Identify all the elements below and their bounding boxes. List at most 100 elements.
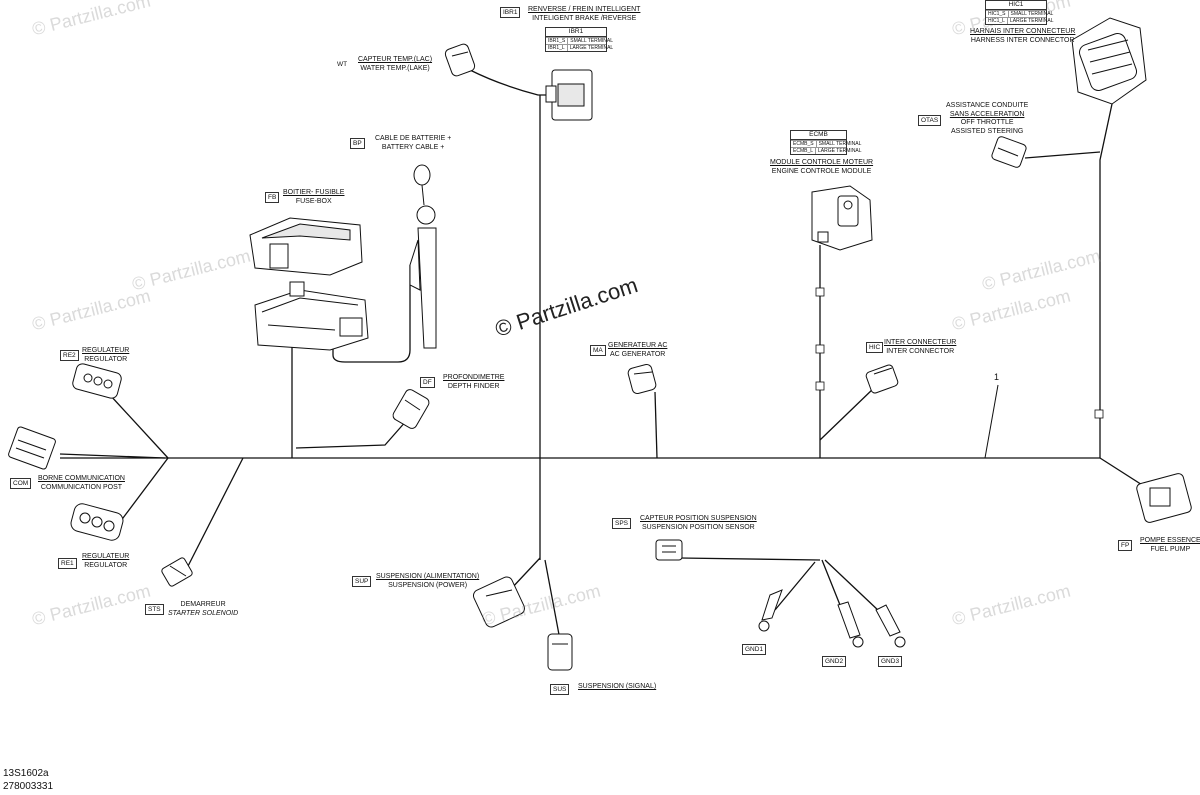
drawing-ref: 13S1602a [3,768,49,779]
hic-label: INTER CONNECTEUR INTER CONNECTOR [884,339,956,356]
bp-label-fr: CABLE DE BATTERIE + [375,135,452,142]
gnd1-wire [774,561,816,611]
table-cell: HIC1_S [988,11,1006,17]
df-label: PROFONDIMETRE DEPTH FINDER [443,374,504,391]
table-cell: IBR1_S [548,38,566,44]
fp-connector-icon [1136,473,1192,523]
df-label-en: DEPTH FINDER [447,382,500,390]
sts-label-en: STARTER SOLENOID [168,609,239,617]
ibr-label-en: INTELIGENT BRAKE /REVERSE [532,14,637,22]
ibr1-table-title: IBR1 [546,28,606,37]
com-label-en: COMMUNICATION POST [40,483,123,491]
otas-label-fr2: SANS ACCELERATION [949,110,1025,118]
sps-code: SPS [612,518,632,529]
re1-label: REGULATEUR REGULATOR [82,553,129,570]
re1-wire [119,457,169,523]
sup-wire [509,557,541,591]
fp-code: FP [1118,540,1133,551]
ma-wire [654,391,658,459]
com-label-fr: BORNE COMMUNICATION [38,475,125,482]
sup-code: SUP [352,576,372,587]
sus-code: SUS [550,684,570,695]
table-cell: LARGE TERMINAL [815,148,864,154]
hic1-table-title: HIC1 [986,1,1046,10]
fb-label-fr: BOITIER- FUSIBLE [283,189,345,196]
df-connector-icon [392,389,430,429]
wt-label: CAPTEUR TEMP.(LAC) WATER TEMP.(LAKE) [358,56,432,73]
re2-wire [109,394,169,459]
gnd3-wire [824,559,881,613]
sps-connector-icon [655,539,683,561]
re2-code: RE2 [60,350,79,361]
df-code: DF [420,377,435,388]
fp-label-en: FUEL PUMP [1150,545,1191,553]
bp-code: BP [350,138,365,149]
com-connector-icon [8,426,56,470]
table-cell: HIC1_L [988,18,1005,24]
ecm-label-en: ENGINE CONTROLE MODULE [771,167,872,175]
gnd1-terminal-icon [758,589,783,632]
table-cell: LARGE TERMINAL [1006,18,1056,24]
ecm-module-icon [811,185,873,251]
ma-label-en: AC GENERATOR [610,350,666,358]
ecm-label-fr: MODULE CONTROLE MOTEUR [770,159,874,166]
fb-label: BOITIER- FUSIBLE FUSE-BOX [283,189,344,206]
df-wire [295,419,408,449]
gnd2-terminal-icon [837,601,864,648]
sps-label-fr: CAPTEUR POSITION SUSPENSION [640,515,757,522]
bp-label-en: BATTERY CABLE + [381,143,445,151]
fusebox-icon [249,217,369,351]
otas-label-en2: ASSISTED STEERING [950,127,1024,135]
table-cell: SMALL TERMINAL [1007,11,1056,17]
gnd3-code: GND3 [878,656,903,667]
hic-label-fr: INTER CONNECTEUR [884,339,957,346]
sus-connector-icon [547,633,573,671]
ibr-connector-icon [545,69,593,121]
sts-wire [184,457,244,573]
re1-label-fr: REGULATEUR [82,553,130,560]
fb-code: FB [265,192,280,203]
wt-connector-icon [444,43,476,77]
ma-code: MA [590,345,606,356]
sus-label-fr: SUSPENSION (SIGNAL) [578,683,657,690]
gnd2-wire [821,559,843,611]
table-cell: SMALL TERMINAL [567,38,615,44]
gnd2-code: GND2 [822,656,847,667]
re1-code: RE1 [58,558,77,569]
re2-label-en: REGULATOR [84,355,128,363]
table-cell: SMALL TERMINAL [815,141,864,147]
hic-label-en: INTER CONNECTOR [886,347,955,355]
hic1-connector-icon [1071,17,1147,105]
ibr-label: RENVERSE / FREIN INTELLIGENT INTELIGENT … [528,6,640,23]
ecm-label: MODULE CONTROLE MOTEUR ENGINE CONTROLE M… [770,159,873,176]
re2-label-fr: REGULATEUR [82,347,130,354]
re1-label-en: REGULATOR [84,561,128,569]
com-label: BORNE COMMUNICATION COMMUNICATION POST [38,475,125,492]
sts-connector-icon [161,557,193,587]
sts-code: STS [145,604,164,615]
com-code: COM [10,478,32,489]
callout-number: 1 [994,372,1000,382]
re1-connector-icon [70,503,124,541]
sus-label: SUSPENSION (SIGNAL) [578,683,656,692]
otas-label-en: OFF THROTTLE [960,119,1014,126]
gnd1-code: GND1 [742,644,767,655]
re2-label: REGULATEUR REGULATOR [82,347,129,364]
otas-connector-icon [991,136,1027,168]
wt-label-en: WATER TEMP.(LAKE) [360,64,430,72]
callout-leader [984,384,999,459]
gnd3-terminal-icon [875,604,906,648]
sup-connector-icon [472,576,526,628]
part-number: 278003331 [3,781,54,792]
battery-cable-icon [409,164,437,349]
hic1-wire [1099,89,1116,458]
hic-code: HIC [866,342,884,353]
wt-code: WT [335,60,350,69]
